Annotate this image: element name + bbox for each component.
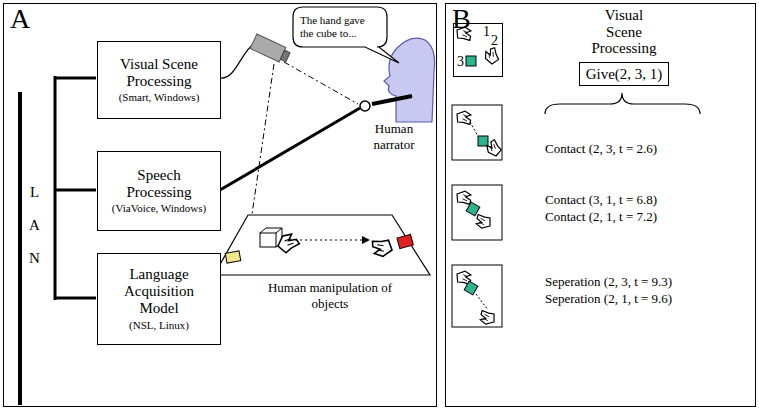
box-note: (NSL, Linux) (129, 318, 189, 332)
view-line (250, 64, 274, 228)
box-note: (Smart, Windows) (119, 90, 200, 104)
red-block (397, 234, 413, 248)
microphone-cable (220, 108, 360, 190)
camera (250, 34, 291, 65)
lan-stub (55, 189, 96, 192)
scene-frame (452, 105, 502, 160)
lan-bus (18, 92, 22, 405)
lan-branch (54, 76, 57, 300)
motion-path (290, 240, 362, 241)
view-line (284, 62, 358, 104)
box-note: (ViaVoice, Windows) (112, 201, 206, 215)
object-number: 3 (457, 55, 464, 69)
process-box: Visual Scene Processing(Smart, Windows) (97, 41, 221, 119)
event-label: Contact (3, 1, t = 6.8) (545, 192, 657, 208)
figure-label: Human manipulation of objects (262, 280, 398, 311)
speech-bubble: The hand gave the cube to... (293, 7, 387, 47)
yellow-block (225, 251, 241, 263)
narrator-figure (384, 38, 435, 122)
object-number: 2 (491, 34, 498, 48)
scene-frame (452, 265, 502, 327)
lan-stub (55, 77, 96, 80)
microphone (360, 101, 370, 111)
event-label: Seperation (2, 3, t = 9.3) (545, 274, 672, 290)
narrator-arm (372, 96, 412, 104)
motion-head (362, 236, 370, 244)
box-title: Visual Scene Processing (104, 56, 214, 91)
lan-stub (55, 297, 96, 300)
speech-text: The hand gave the cube to... (300, 14, 380, 40)
box-title: Language Acquisition Model (104, 266, 214, 318)
predicate-box: Visual Scene ProcessingGive(2, 3, 1) (569, 7, 679, 89)
table (214, 215, 430, 275)
panel-letter: A (10, 5, 30, 33)
figure-label: Human narrator (356, 121, 432, 152)
object-number: 1 (483, 25, 490, 39)
process-box: Language Acquisition Model(NSL, Linux) (97, 253, 221, 345)
box-title: Speech Processing (104, 167, 214, 202)
event-label: Contact (2, 3, t = 2.6) (545, 141, 657, 157)
event-label: Seperation (2, 1, t = 9.6) (545, 291, 672, 307)
event-label: Contact (2, 1, t = 7.2) (545, 209, 657, 225)
cube (466, 56, 476, 66)
panel: Visual Scene Processing(Smart, Windows) S… (3, 3, 437, 407)
predicate-text: Give(2, 3, 1) (579, 62, 670, 87)
process-box: Speech Processing(ViaVoice, Windows) (97, 151, 221, 231)
scene-frame (452, 185, 502, 240)
brace (545, 93, 700, 114)
box-heading: Visual Scene Processing (592, 7, 657, 57)
bus-label: LAN (27, 176, 42, 275)
panel-letter: B (452, 5, 471, 33)
